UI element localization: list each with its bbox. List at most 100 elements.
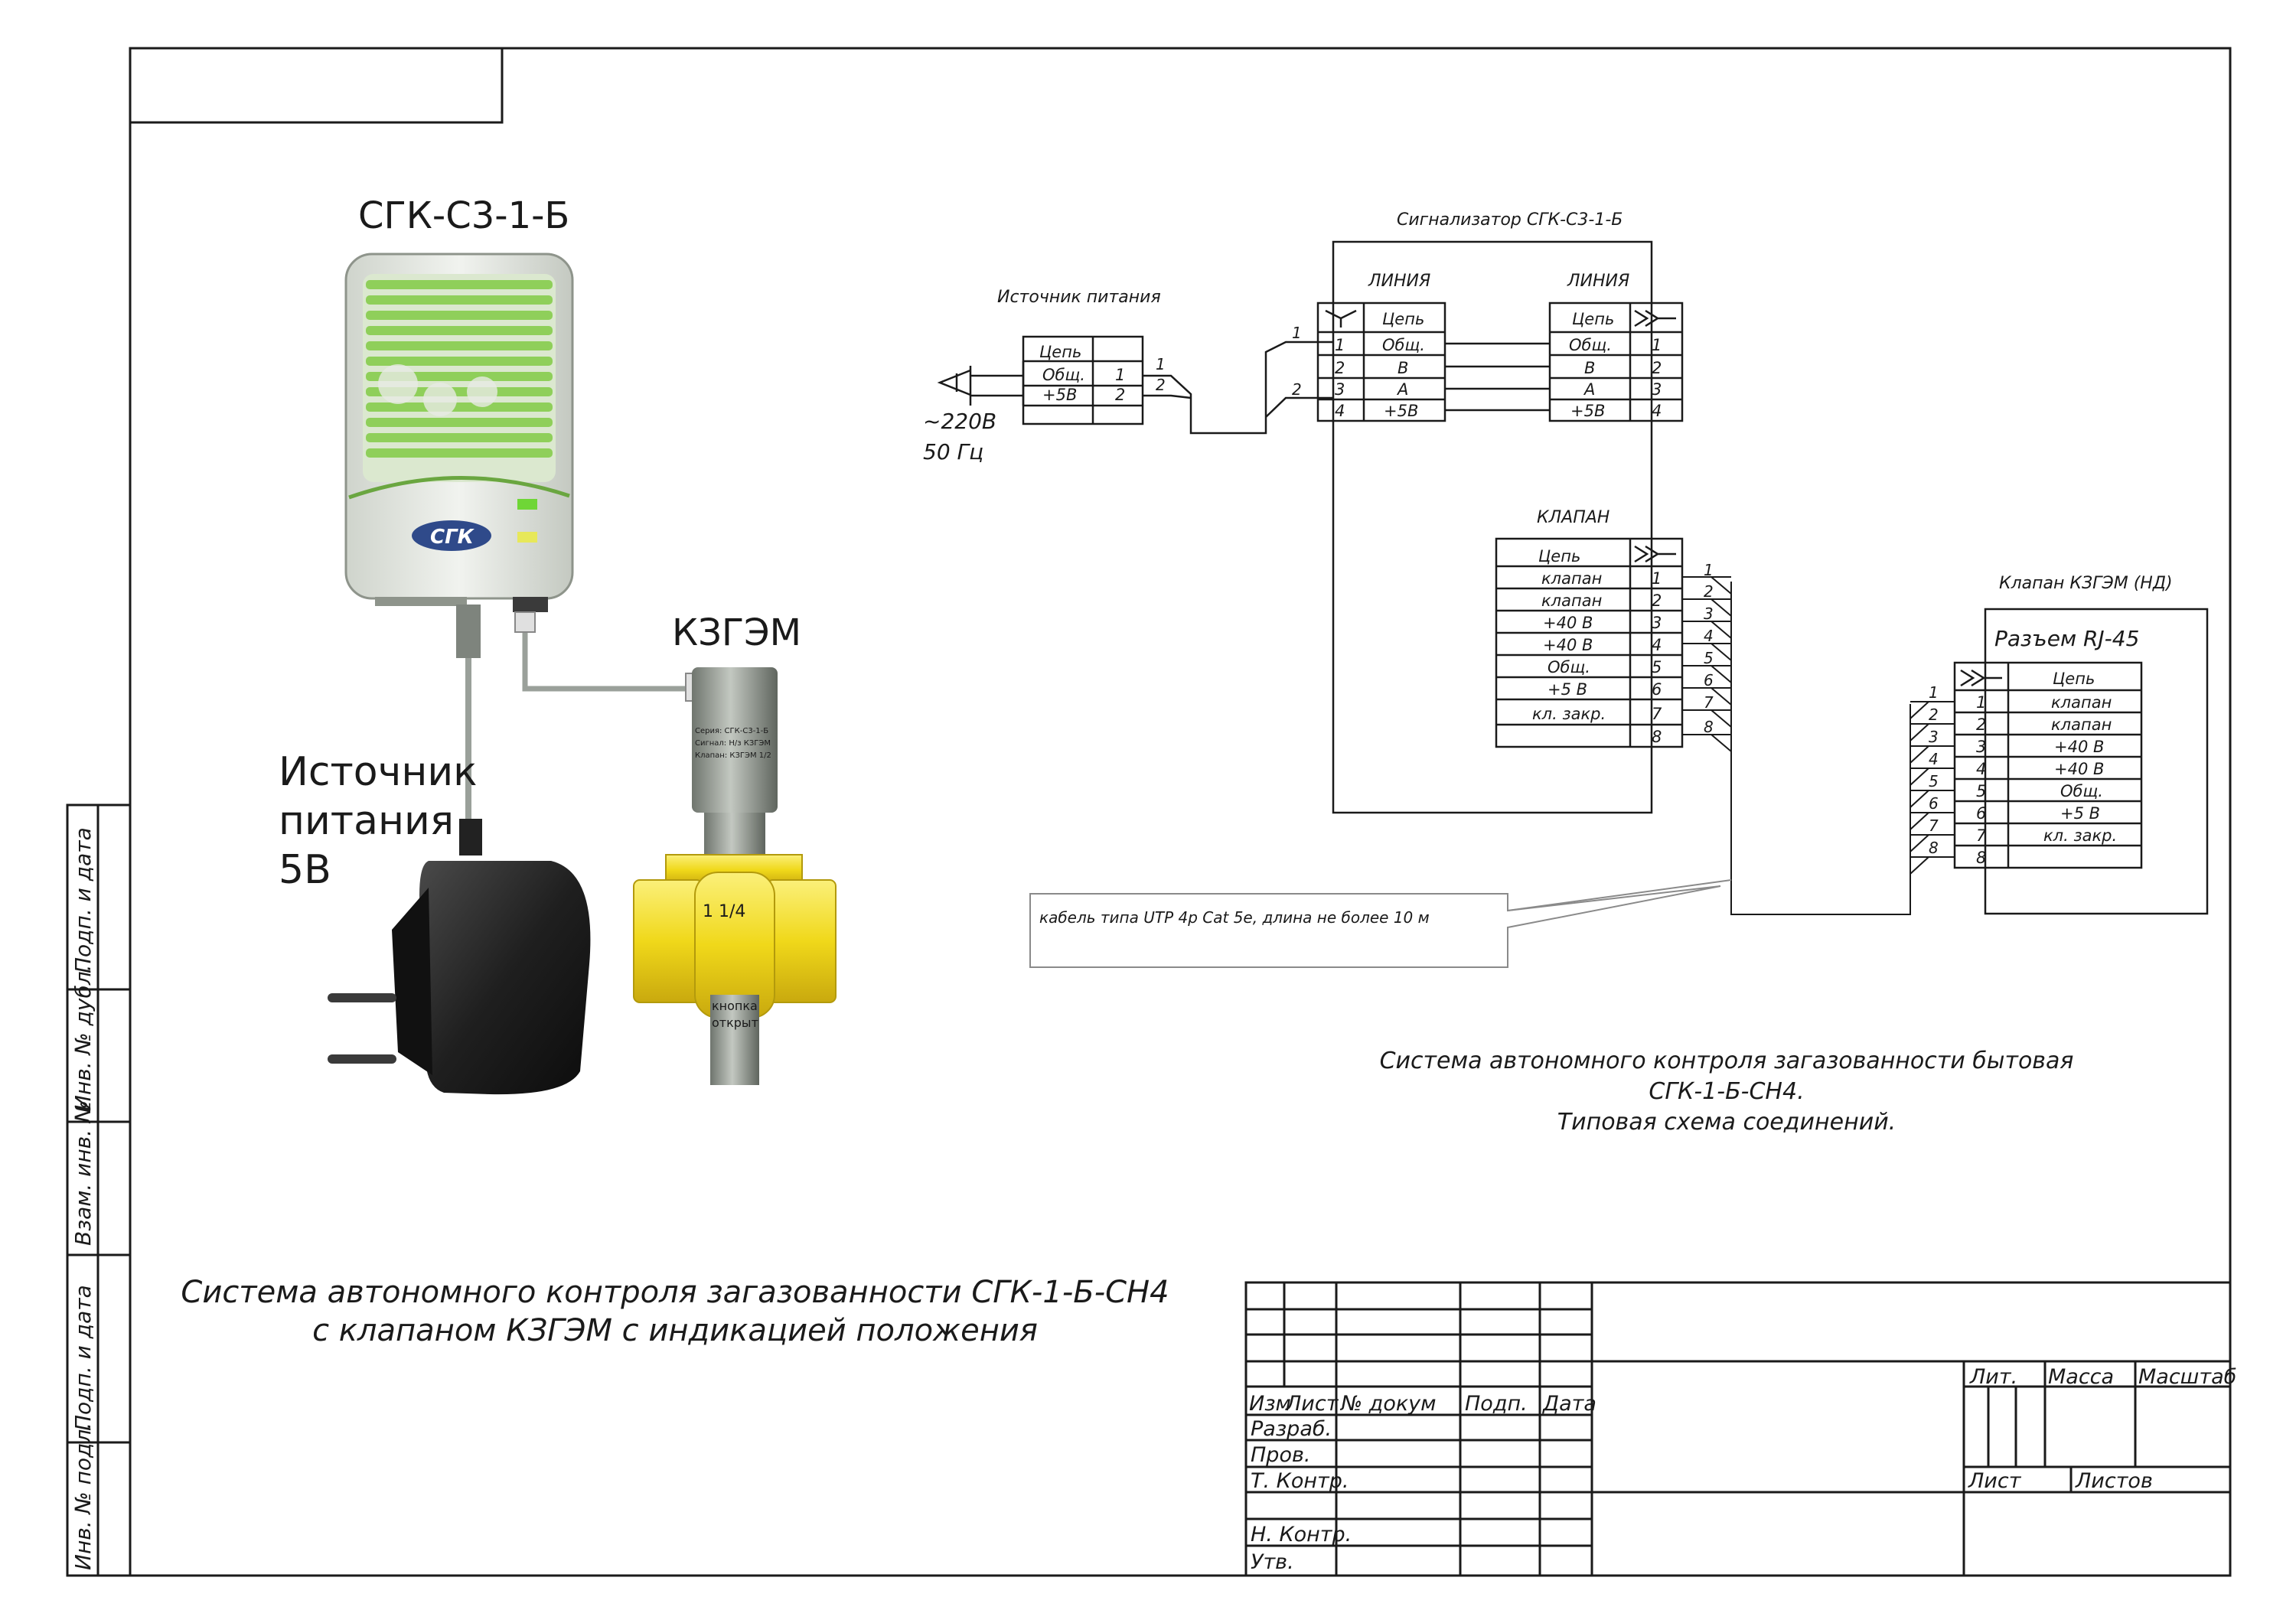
title-block bbox=[1244, 1281, 2232, 1577]
fanout-left-6: 6 bbox=[1704, 671, 1714, 689]
psu-header-circuit: Цепь bbox=[1039, 343, 1081, 361]
cable-note-callout: кабель типа UTP 4p Cat 5e, длина не боле… bbox=[1029, 879, 1732, 968]
valve-block-circuit-3: +40 В bbox=[1543, 614, 1593, 632]
valve-block-circuit-6: +5 В bbox=[1548, 680, 1587, 699]
valve-connector-title: Клапан КЗГЭМ (НД) bbox=[1999, 574, 2173, 593]
psu-row-1-pin: 1 bbox=[1115, 366, 1125, 384]
line-right-pin-2: 2 bbox=[1652, 359, 1662, 377]
title-block-labels: Изм Лист № докум Подп. Дата Разраб. Пров… bbox=[1249, 1365, 2236, 1574]
line-left-heading: ЛИНИЯ bbox=[1368, 272, 1430, 291]
main-caption: Система автономного контроля загазованно… bbox=[181, 1275, 1169, 1348]
rj45-pin-4: 4 bbox=[1976, 760, 1986, 778]
fanout-left-5: 5 bbox=[1704, 649, 1714, 667]
vent-grille bbox=[366, 280, 553, 458]
valve-button-label-1: кнопка bbox=[712, 999, 758, 1013]
fanout-right-4: 4 bbox=[1929, 750, 1939, 768]
psu-row-1-circuit: Общ. bbox=[1042, 366, 1085, 384]
scheme-caption-line-1: Система автономного контроля загазованно… bbox=[1380, 1048, 2074, 1074]
line-left-wire-1: 1 bbox=[1292, 324, 1302, 342]
fanout-right-8: 8 bbox=[1929, 839, 1939, 857]
line-right-circuit-4: +5В bbox=[1570, 402, 1605, 420]
tb-header-sign: Подп. bbox=[1465, 1392, 1528, 1416]
valve-block-pin-labels: 1 2 3 4 5 6 7 8 bbox=[1704, 561, 1714, 736]
line-left-pin-3: 3 bbox=[1335, 380, 1345, 399]
line-left-pin-1: 1 bbox=[1335, 336, 1345, 354]
psu-caption-line-2: питания bbox=[279, 798, 454, 844]
line-right-pin-4: 4 bbox=[1652, 402, 1662, 420]
stamp-sign-date-1: Подп. и дата bbox=[70, 827, 96, 973]
scheme-caption-line-3: Типовая схема соединений. bbox=[1557, 1109, 1896, 1136]
valve-connector-block: Клапан КЗГЭМ (НД) Разъем RJ-45 Цепь 1 кл… bbox=[1953, 574, 2209, 915]
valve-block-pin-2: 2 bbox=[1652, 592, 1662, 610]
valve-block-pin-3: 3 bbox=[1652, 614, 1662, 632]
line-right-circuit-3: А bbox=[1583, 380, 1595, 399]
valve-body-text-1: Серия: СГК-С3-1-Б bbox=[695, 727, 768, 735]
line-left-circuit-4: +5В bbox=[1384, 402, 1418, 420]
psu-illustration: Источник питания 5В bbox=[279, 749, 591, 1095]
valve-block-header: Цепь bbox=[1538, 547, 1580, 565]
rj45-circuit-5: Общ. bbox=[2060, 782, 2103, 800]
signaler-block: Сигнализатор СГК-С3-1-Б ЛИНИЯ Цепь 1 Общ… bbox=[1292, 210, 1684, 814]
signaler-device-illustration: СГК-С3-1-Б СГК bbox=[344, 194, 689, 826]
line-right-circuit-1: Общ. bbox=[1569, 336, 1612, 354]
valve-illustration: КЗГЭМ Серия: СГК-С3-1-Б Сигнал: Н/з КЗГЭ… bbox=[633, 611, 837, 1085]
fanout-left-2: 2 bbox=[1704, 582, 1714, 601]
valve-block-pin-7: 7 bbox=[1652, 705, 1662, 723]
fanout-left-1: 1 bbox=[1704, 561, 1714, 579]
valve-title: КЗГЭМ bbox=[672, 611, 801, 654]
rj45-circuit-3: +40 В bbox=[2054, 738, 2104, 756]
line-left-circuit-3: А bbox=[1396, 380, 1408, 399]
valve-block-circuit-2: клапан bbox=[1541, 592, 1602, 610]
stamp-sign-date-2: Подп. и дата bbox=[70, 1285, 96, 1431]
fanout-right-7: 7 bbox=[1929, 816, 1939, 835]
fanout-left-4: 4 bbox=[1704, 627, 1714, 645]
line-right-circuit-2: В bbox=[1584, 359, 1595, 377]
mains-frequency: 50 Гц bbox=[923, 439, 983, 464]
tb-role-approver: Утв. bbox=[1251, 1550, 1294, 1574]
cable-left-fanout bbox=[1682, 576, 1911, 915]
line-right-heading: ЛИНИЯ bbox=[1567, 272, 1629, 291]
rj45-pin-8: 8 bbox=[1976, 849, 1986, 867]
signaler-logo: СГК bbox=[430, 526, 475, 549]
led-power-indicator bbox=[517, 499, 537, 510]
valve-body-text-4: 1 1/4 bbox=[703, 902, 745, 921]
side-stamp: Подп. и дата Инв. № дубл. Взам. инв. № П… bbox=[70, 827, 96, 1570]
line-left-wire-2: 2 bbox=[1292, 380, 1302, 399]
power-source-title: Источник питания bbox=[997, 288, 1161, 307]
rj45-circuit-2: клапан bbox=[2051, 715, 2112, 734]
stamp-orig-inv: Инв. № подл. bbox=[70, 1423, 96, 1570]
rj45-circuit-7: кл. закр. bbox=[2043, 826, 2117, 845]
main-caption-line-2: с клапаном КЗГЭМ с индикацией положения bbox=[312, 1313, 1038, 1348]
stamp-dup-inv: Инв. № дубл. bbox=[70, 964, 96, 1111]
tb-header-sheet: Лист bbox=[1285, 1392, 1339, 1416]
valve-body-text-2: Сигнал: Н/з КЗГЭМ bbox=[695, 739, 771, 748]
psu-caption-line-1: Источник bbox=[279, 749, 478, 795]
valve-block-pin-8: 8 bbox=[1652, 728, 1662, 746]
cable-right-fanout bbox=[1910, 701, 1955, 875]
rj45-pin-2: 2 bbox=[1976, 715, 1986, 734]
valve-block-heading: КЛАПАН bbox=[1537, 508, 1609, 527]
tb-sheet: Лист bbox=[1968, 1469, 2022, 1493]
signaler-title-scheme: Сигнализатор СГК-С3-1-Б bbox=[1397, 210, 1623, 230]
fanout-left-8: 8 bbox=[1704, 718, 1714, 736]
fanout-right-1: 1 bbox=[1929, 683, 1939, 702]
valve-block-circuit-1: клапан bbox=[1541, 569, 1602, 588]
valve-block-pin-1: 1 bbox=[1652, 569, 1662, 588]
rj45-circuit-1: клапан bbox=[2051, 693, 2112, 712]
valve-block-pin-6: 6 bbox=[1652, 680, 1662, 699]
connector-pin-icon bbox=[1634, 309, 1676, 328]
tb-header-date: Дата bbox=[1542, 1392, 1596, 1416]
valve-block-pin-5: 5 bbox=[1652, 658, 1662, 676]
tb-scale: Масштаб bbox=[2138, 1365, 2236, 1389]
tb-role-tech-control: Т. Контр. bbox=[1251, 1469, 1349, 1493]
line-left-circuit-1: Общ. bbox=[1382, 336, 1425, 354]
fanout-right-3: 3 bbox=[1929, 728, 1939, 746]
line-left-pin-2: 2 bbox=[1335, 359, 1345, 377]
brand-logo bbox=[412, 520, 491, 551]
psu-row-2-circuit: +5В bbox=[1042, 386, 1077, 404]
rj45-circuit-4: +40 В bbox=[2054, 760, 2104, 778]
rj45-circuit-6: +5 В bbox=[2060, 804, 2100, 823]
mains-voltage: ~220В bbox=[923, 409, 996, 434]
scheme-caption: Система автономного контроля загазованно… bbox=[1380, 1048, 2074, 1136]
